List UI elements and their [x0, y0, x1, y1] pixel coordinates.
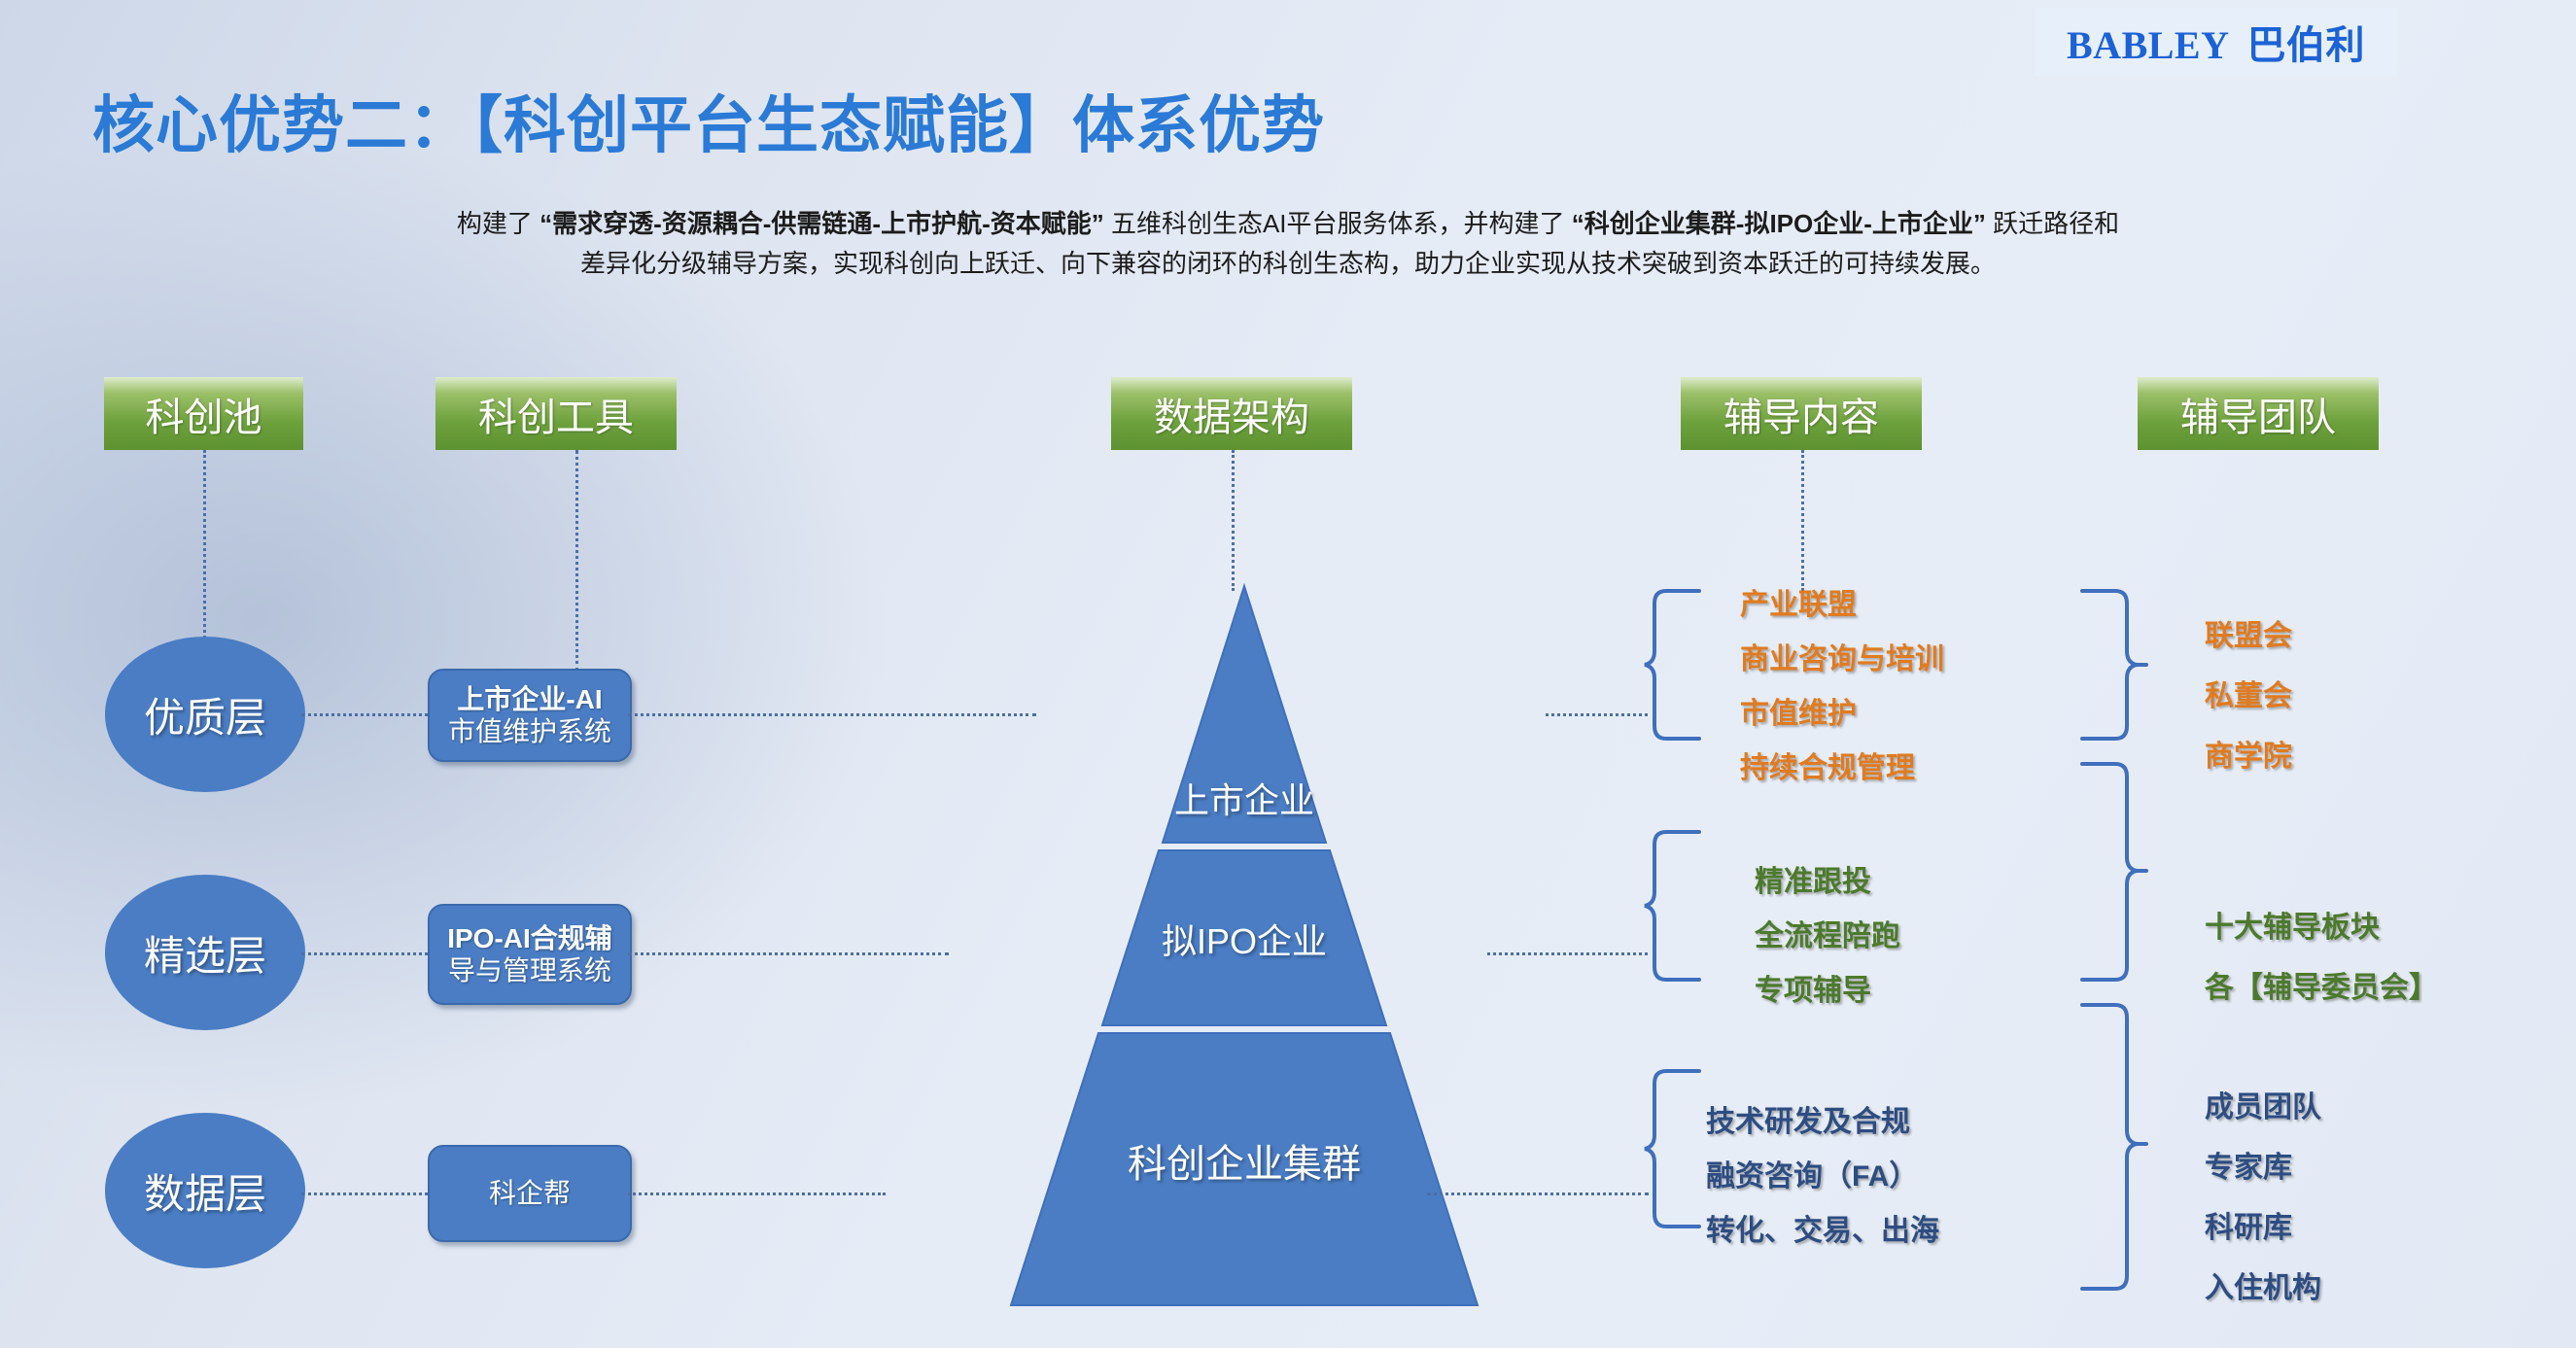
toolbox-row1-text: 上市企业-AI 市值维护系统: [448, 683, 611, 747]
header-chip-kechuanggongju[interactable]: 科创工具: [435, 377, 677, 450]
content-item[interactable]: 精准跟投: [1755, 866, 1871, 898]
connector-chip1-down: [203, 450, 206, 644]
page-subtitle: 构建了 “需求穿透-资源耦合-供需链通-上市护航-资本赋能” 五维科创生态AI平…: [58, 204, 2518, 284]
pyramid-svg: [1009, 582, 1479, 1306]
connector-row3-tool-to-pyramid: [628, 1192, 886, 1195]
content-group-1: 产业联盟 商业咨询与培训 市值维护 持续合规管理: [1740, 591, 1944, 809]
team-item[interactable]: 成员团队: [2205, 1091, 2321, 1123]
toolbox-row2-text: IPO-AI合规辅 导与管理系统: [447, 922, 612, 986]
toolbox-row1-line1: 上市企业-AI: [457, 683, 603, 714]
team-item[interactable]: 专家库: [2205, 1152, 2292, 1184]
header-chip-fudaoneirong[interactable]: 辅导内容: [1681, 377, 1922, 450]
header-chip-kechuangchi[interactable]: 科创池: [104, 377, 303, 450]
connector-chip3-down: [1232, 450, 1235, 591]
brace-content-2: [1644, 830, 1701, 982]
content-item[interactable]: 商业咨询与培训: [1740, 643, 1944, 675]
toolbox-row2-line2: 导与管理系统: [447, 955, 611, 985]
content-item[interactable]: 转化、交易、出海: [1706, 1215, 1939, 1247]
ellipse-layer-select[interactable]: 精选层: [105, 875, 305, 1030]
subtitle-seg-a: 构建了: [456, 209, 533, 238]
pyramid-tier-top[interactable]: [1161, 582, 1328, 844]
pyramid-label-bottom: 科创企业集群: [1128, 1143, 1361, 1186]
ellipse-layer-premium[interactable]: 优质层: [105, 637, 305, 792]
brace-team-2: [2080, 762, 2148, 982]
connector-row1-tool-to-pyramid: [628, 713, 1036, 716]
team-item[interactable]: 联盟会: [2205, 620, 2292, 652]
content-item[interactable]: 融资咨询（FA）: [1706, 1160, 1919, 1192]
pyramid-label-middle: 拟IPO企业: [1161, 921, 1328, 961]
subtitle-line-1: 构建了 “需求穿透-资源耦合-供需链通-上市护航-资本赋能” 五维科创生态AI平…: [58, 204, 2518, 244]
pyramid-tier-middle[interactable]: [1100, 849, 1388, 1026]
brace-team-3: [2080, 1003, 2148, 1291]
brace-content-3: [1644, 1069, 1701, 1228]
team-item[interactable]: 科研库: [2205, 1212, 2292, 1244]
team-item[interactable]: 商学院: [2205, 741, 2292, 773]
content-group-3: 技术研发及合规 融资咨询（FA） 转化、交易、出海: [1706, 1108, 1939, 1271]
subtitle-line-2: 差异化分级辅导方案，实现科创向上跃迁、向下兼容的闭环的科创生态构，助力企业实现从…: [579, 249, 1996, 278]
toolbox-row2-line1: IPO-AI合规辅: [447, 922, 612, 953]
content-item[interactable]: 产业联盟: [1740, 589, 1857, 621]
pyramid-tier-bottom[interactable]: [1009, 1032, 1479, 1306]
connector-row3-ellipse-to-tool: [301, 1192, 428, 1195]
team-group-1: 联盟会 私董会 商学院: [2205, 622, 2292, 803]
subtitle-seg-e: 跃迁路径和: [1993, 209, 2120, 238]
team-item[interactable]: 各【辅导委员会】: [2205, 972, 2438, 1004]
brace-team-1: [2080, 589, 2148, 741]
team-group-3: 成员团队 专家库 科研库 入住机构: [2205, 1093, 2321, 1334]
connector-row1-ellipse-to-tool: [301, 713, 428, 716]
connector-row2-tool-to-pyramid: [628, 952, 949, 955]
header-chip-fudaotuandui[interactable]: 辅导团队: [2138, 377, 2379, 450]
content-group-2: 精准跟投 全流程陪跑 专项辅导: [1755, 868, 1900, 1031]
connector-pyramid-to-content3: [1427, 1192, 1649, 1195]
toolbox-row3[interactable]: 科企帮: [428, 1145, 632, 1242]
connector-pyramid-to-content1: [1546, 713, 1648, 716]
subtitle-seg-c: 五维科创生态AI平台服务体系，并构建了: [1110, 209, 1565, 238]
brand-logo-text: BABLEY 巴伯利: [2067, 14, 2365, 70]
header-chip-shujujiagou[interactable]: 数据架构: [1111, 377, 1352, 450]
connector-pyramid-to-content2: [1487, 952, 1648, 955]
team-item[interactable]: 十大辅导板块: [2205, 912, 2380, 944]
content-item[interactable]: 专项辅导: [1755, 975, 1871, 1007]
toolbox-row1[interactable]: 上市企业-AI 市值维护系统: [428, 669, 632, 762]
subtitle-seg-d: “科创企业集群-拟IPO企业-上市企业”: [1571, 209, 1986, 238]
brand-logo: BABLEY 巴伯利: [2035, 8, 2397, 76]
toolbox-row1-line2: 市值维护系统: [447, 716, 611, 746]
team-item[interactable]: 入住机构: [2205, 1272, 2321, 1304]
connector-chip2-down: [575, 450, 578, 672]
content-item[interactable]: 持续合规管理: [1740, 752, 1915, 784]
pyramid-label-top: 上市企业: [1173, 780, 1314, 820]
connector-row2-ellipse-to-tool: [301, 952, 428, 955]
content-item[interactable]: 全流程陪跑: [1755, 920, 1900, 952]
page-title: 核心优势二：【科创平台生态赋能】体系优势: [92, 90, 1325, 160]
brand-logo-en: BABLEY: [2067, 23, 2230, 67]
brace-content-1: [1644, 589, 1701, 741]
content-item[interactable]: 技术研发及合规: [1706, 1106, 1910, 1138]
connector-chip4-down: [1801, 450, 1804, 591]
team-item[interactable]: 私董会: [2205, 680, 2292, 712]
toolbox-row2[interactable]: IPO-AI合规辅 导与管理系统: [428, 904, 632, 1005]
ellipse-layer-data[interactable]: 数据层: [105, 1113, 305, 1268]
team-group-2: 十大辅导板块 各【辅导委员会】: [2205, 914, 2438, 1034]
subtitle-seg-b: “需求穿透-资源耦合-供需链通-上市护航-资本赋能”: [540, 209, 1104, 238]
toolbox-row3-line1: 科企帮: [488, 1178, 571, 1209]
content-item[interactable]: 市值维护: [1740, 698, 1857, 730]
pyramid-diagram: 上市企业 拟IPO企业 科创企业集群: [855, 578, 1633, 1307]
brand-logo-cn: 巴伯利: [2246, 23, 2365, 67]
